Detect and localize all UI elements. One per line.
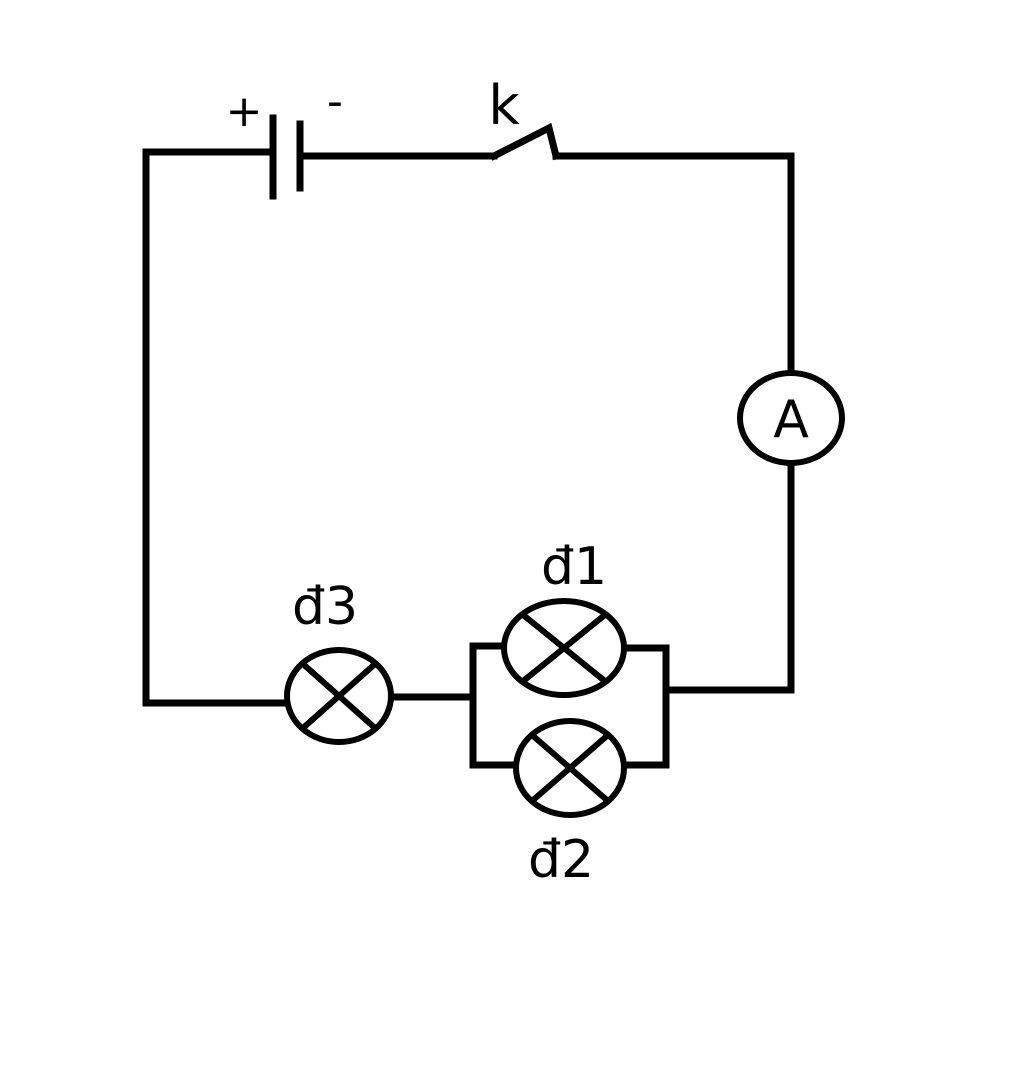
wire-switch-to-ammeter	[552, 152, 795, 378]
lamp-d2-cross-b	[530, 732, 610, 804]
switch: k	[488, 74, 561, 161]
wire-left	[142, 148, 292, 707]
wire-ammeter-to-parallel	[662, 458, 795, 694]
lamp-d3-label: đ3	[292, 577, 358, 637]
lamp-d1-cross-b	[520, 611, 608, 685]
lamp-d2: đ2	[513, 718, 627, 890]
wire-parallel-left	[469, 642, 520, 769]
ammeter-label: A	[773, 390, 809, 450]
ammeter-circle	[737, 370, 845, 466]
wires	[142, 148, 795, 769]
wire-parallel-right	[620, 644, 670, 769]
switch-label: k	[488, 74, 520, 137]
battery-minus-label: -	[327, 76, 343, 127]
battery: + -	[226, 76, 343, 200]
lamp-d3-cross-b	[301, 661, 377, 731]
ammeter: A	[737, 370, 845, 466]
switch-blade	[489, 122, 561, 161]
lamp-d2-label: đ2	[528, 830, 594, 890]
battery-plus-label: +	[226, 86, 263, 137]
lamp-d3: đ3	[284, 577, 394, 745]
lamp-d1-label: đ1	[541, 537, 607, 597]
lamp-d1: đ1	[501, 537, 627, 698]
